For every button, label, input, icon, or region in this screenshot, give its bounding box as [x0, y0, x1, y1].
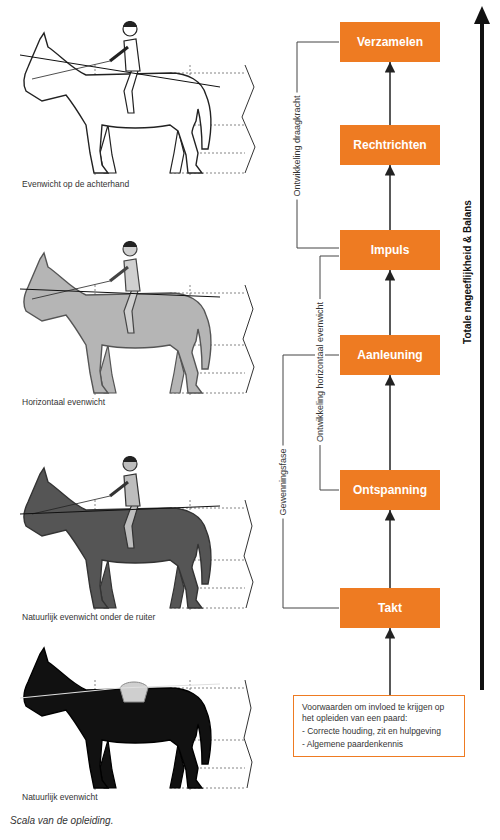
flow-arrow: [389, 628, 391, 695]
saddle: [120, 682, 148, 702]
flow-arrow: [389, 270, 391, 335]
step-label: Impuls: [371, 243, 410, 257]
condition-heading: Voorwaarden om invloed te krijgen op het…: [302, 702, 456, 724]
figure-caption: Horizontaal evenwicht: [22, 397, 105, 407]
bracket: [297, 42, 339, 248]
phase-brackets: [283, 42, 339, 608]
flow-arrow: [389, 62, 391, 125]
angle-sketch: [244, 680, 252, 788]
axis-label: Totale nageeflijkheid & Balans: [462, 196, 473, 348]
step-label: Ontspanning: [353, 483, 427, 497]
horse-collected: [20, 21, 255, 175]
step-label: Aanleuning: [357, 348, 422, 362]
bracket: [283, 355, 339, 608]
horse-natural: [20, 648, 252, 790]
condition-item: - Correcte houding, zit en hulpgeving: [302, 726, 456, 737]
angle-sketch: [243, 285, 254, 393]
step-box: Takt: [340, 588, 440, 628]
flow-arrow: [389, 375, 391, 470]
arrow-shaft: [480, 22, 484, 690]
step-label: Verzamelen: [357, 35, 423, 49]
step-box: Rechtrichten: [340, 125, 440, 165]
phase-label: Gewenningsfase: [278, 445, 288, 518]
progress-arrow: [474, 6, 490, 690]
balance-line: [20, 506, 220, 514]
condition-box: Voorwaarden om invloed te krijgen op het…: [293, 695, 465, 757]
figure-caption: Natuurlijk evenwicht: [22, 792, 98, 802]
arrow-head: [474, 6, 490, 24]
flow-arrow: [389, 165, 391, 230]
condition-item: - Algemene paardenkennis: [302, 739, 456, 750]
horse-horizontal: [20, 241, 254, 395]
caption: Scala van de opleiding.: [10, 815, 113, 826]
balance-line: [20, 289, 220, 297]
balance-line: [20, 55, 220, 87]
angle-sketch: [242, 65, 255, 173]
balance-line: [20, 684, 220, 698]
rider: [32, 456, 140, 548]
step-box: Aanleuning: [340, 335, 440, 375]
step-label: Takt: [378, 601, 402, 615]
phase-label: Ontwikkeling draagkracht: [292, 92, 302, 199]
figure-caption: Evenwicht op de achterhand: [22, 179, 129, 189]
rider: [32, 21, 140, 113]
step-box: Impuls: [340, 230, 440, 270]
horse: [24, 648, 211, 788]
angle-sketch: [244, 500, 253, 608]
step-box: Verzamelen: [340, 22, 440, 62]
flow-arrow: [389, 510, 391, 588]
rider: [32, 241, 140, 333]
phase-label: Ontwikkeling horizontaal evenwicht: [315, 299, 325, 445]
step-label: Rechtrichten: [353, 138, 426, 152]
figure-caption: Natuurlijk evenwicht onder de ruiter: [22, 612, 155, 622]
step-box: Ontspanning: [340, 470, 440, 510]
horse-natural-rider: [20, 456, 253, 610]
